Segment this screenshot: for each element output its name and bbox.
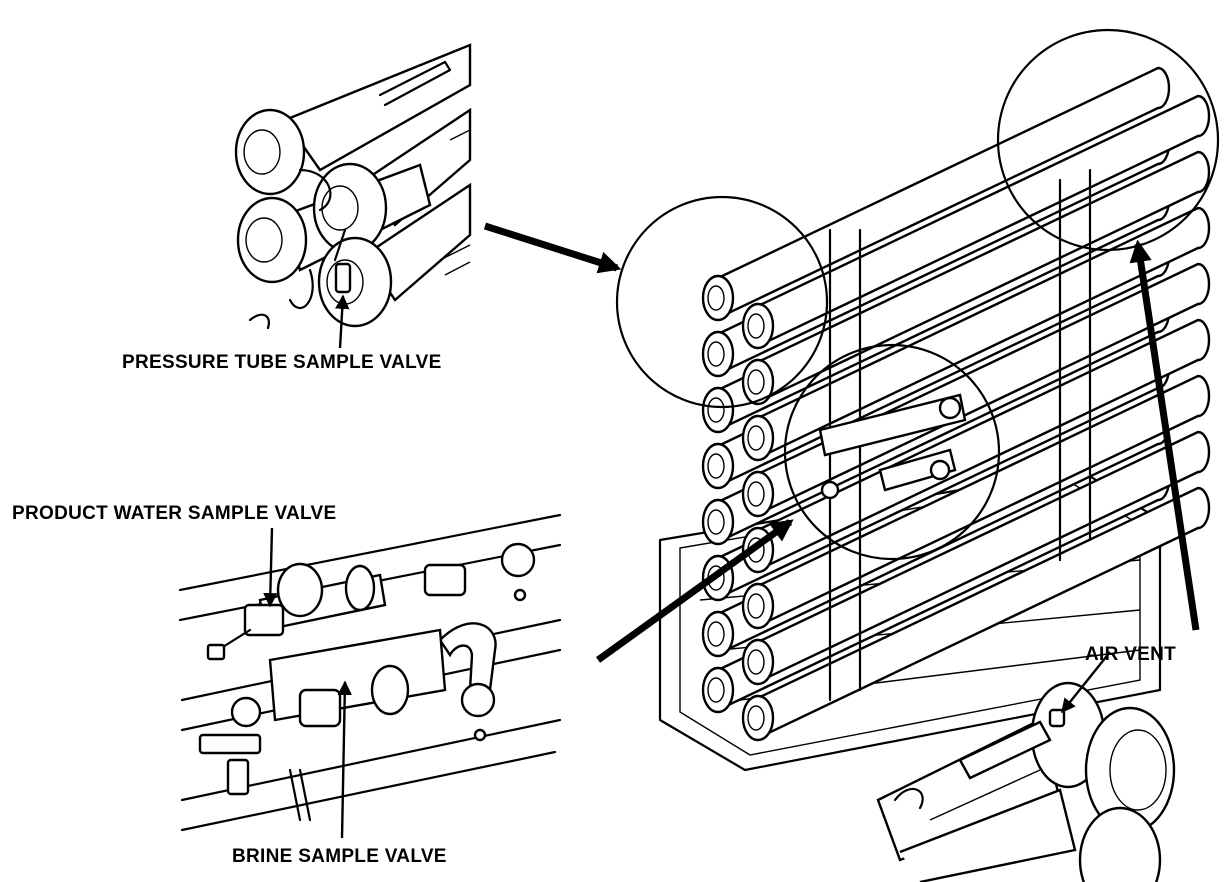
tube-end-port [707,341,725,367]
tube-end-port [747,705,765,731]
tube-end-port [747,313,765,339]
tube-end-port [707,677,725,703]
tube-end-cap [701,442,735,490]
callout-arrow-pressure-tube [483,222,622,274]
tube-end-cap [701,610,735,658]
pressure-tube [756,206,1211,460]
pressure-tube [756,430,1211,684]
inset-pressure-tube-ends [234,43,472,330]
tube-end-cap [741,582,775,630]
product-water-leader [263,527,278,608]
tube-end-cap [236,196,308,284]
tube-end-cap [741,414,775,462]
pressure-tube [756,374,1211,628]
tube-end-port [747,649,765,675]
inset-air-vent [876,681,1176,882]
main-rack-assembly [615,28,1220,772]
pressure-tube [756,150,1211,404]
tube-end-cap [701,386,735,434]
pressure-tube [756,486,1211,740]
tube-end-cap [741,302,775,350]
tube-end-cap [317,236,393,328]
air-vent-label: AIR VENT [1085,644,1176,665]
air-vent-fitting [1048,708,1066,728]
sample-valve-body [334,262,352,294]
frame-posts [828,168,1092,702]
tube-end-cap [741,694,775,742]
pressure-tube [756,318,1211,572]
pressure-tube-leader [335,294,350,349]
tube-end-port [707,285,725,311]
tube-end-cap [741,470,775,518]
tube-end-port [747,425,765,451]
tube-end-cap [234,108,306,196]
air-vent-leader [1061,651,1111,714]
pressure-tube [756,262,1211,516]
product-water-sample-valve-label: PRODUCT WATER SAMPLE VALVE [12,503,336,524]
brine-leader [337,680,352,839]
tube-end-cap [701,330,735,378]
tube-end-port [707,509,725,535]
brine-sample-valve-label: BRINE SAMPLE VALVE [232,846,447,867]
callout-arrow-manifold [595,519,794,663]
pressure-tube [756,94,1211,348]
tube-end-port [747,369,765,395]
tube-end-cap [701,666,735,714]
inset-manifold-valves [178,513,562,832]
pressure-tube-sample-valve-label: PRESSURE TUBE SAMPLE VALVE [122,352,442,373]
tube-end-cap [741,358,775,406]
tube-end-cap [701,498,735,546]
tube-end-cap [741,638,775,686]
tube-end-port [747,481,765,507]
detail-circle-air-vent [996,28,1220,252]
tube-end-port [747,593,765,619]
callout-arrow-air-vent [1129,239,1200,631]
tube-end-port [707,397,725,423]
detail-circle-manifold [783,343,1001,561]
manifold-piping [818,393,967,500]
detail-circle-pressure-tube [615,195,829,409]
tube-end-cap [701,274,735,322]
tube-end-port [707,453,725,479]
gauge-valve [423,563,467,597]
tube-end-port [707,621,725,647]
